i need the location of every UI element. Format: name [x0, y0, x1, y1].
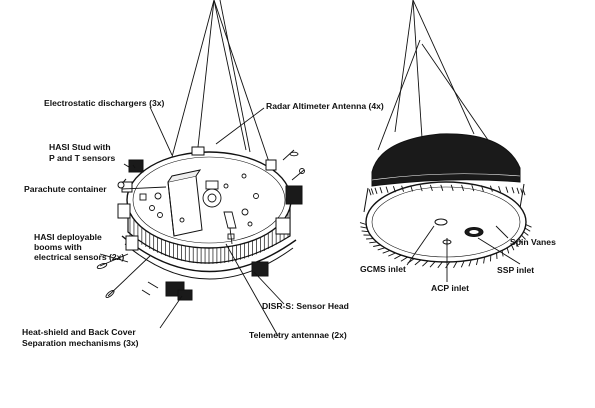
right-probe-bottom-plate: [366, 182, 526, 262]
label-heat-shield-line2: Separation mechanisms (3x): [22, 338, 139, 348]
spin-vane: [378, 248, 385, 250]
left-probe: [97, 0, 305, 300]
right-suspension-lines: [378, 0, 488, 150]
spin-vane: [422, 261, 428, 266]
spin-vane: [360, 223, 366, 225]
label-electrostatic-dischargers: Electrostatic dischargers (3x): [44, 98, 164, 108]
spin-vane: [401, 257, 408, 261]
spin-vane: [454, 262, 457, 268]
spin-vane: [371, 189, 373, 195]
label-disr-sensor-head: DISR-S: Sensor Head: [262, 301, 349, 311]
label-hasi-booms-line1: HASI deployable: [34, 232, 102, 242]
label-hasi-stud-line1: HASI Stud with: [49, 142, 111, 152]
spin-vane: [369, 242, 376, 243]
spin-vane: [526, 225, 532, 228]
spin-vane: [375, 188, 377, 194]
label-acp-inlet: ACP inlet: [431, 283, 469, 293]
label-gcms-inlet: GCMS inlet: [360, 264, 406, 274]
spin-vane: [388, 253, 395, 256]
label-radar-altimeter-antenna: Radar Altimeter Antenna (4x): [266, 101, 384, 111]
label-ssp-inlet: SSP inlet: [497, 265, 534, 275]
spin-vane: [369, 189, 371, 195]
spin-vane: [523, 189, 525, 195]
label-hasi-booms-line3: electrical sensors (2x): [34, 252, 124, 262]
right-probe: [360, 0, 532, 268]
spin-vane: [394, 255, 401, 259]
spin-vane: [517, 188, 519, 194]
label-hasi-booms-line2: booms with: [34, 242, 82, 252]
spin-vane: [525, 228, 530, 231]
spin-vane: [524, 232, 529, 236]
label-spin-vanes: Spin Vanes: [510, 237, 556, 247]
label-telemetry-antennae: Telemetry antennae (2x): [249, 330, 347, 340]
spin-vane: [383, 251, 390, 254]
spin-vane: [373, 245, 380, 247]
parachute-container: [168, 170, 202, 236]
spin-vane: [415, 260, 421, 265]
spin-vane: [438, 262, 443, 268]
spin-vane: [430, 262, 435, 268]
right-probe-back-cover: [372, 134, 520, 186]
spin-vane: [507, 248, 509, 254]
label-hasi-stud-line2: P and T sensors: [49, 153, 115, 163]
label-heat-shield-line1: Heat-shield and Back Cover: [22, 327, 136, 337]
spin-vane: [380, 187, 382, 193]
label-parachute-container: Parachute container: [24, 184, 107, 194]
spin-vane: [512, 187, 514, 193]
spin-vane: [506, 187, 508, 193]
spin-vane: [446, 262, 450, 268]
spin-vane: [386, 187, 388, 193]
